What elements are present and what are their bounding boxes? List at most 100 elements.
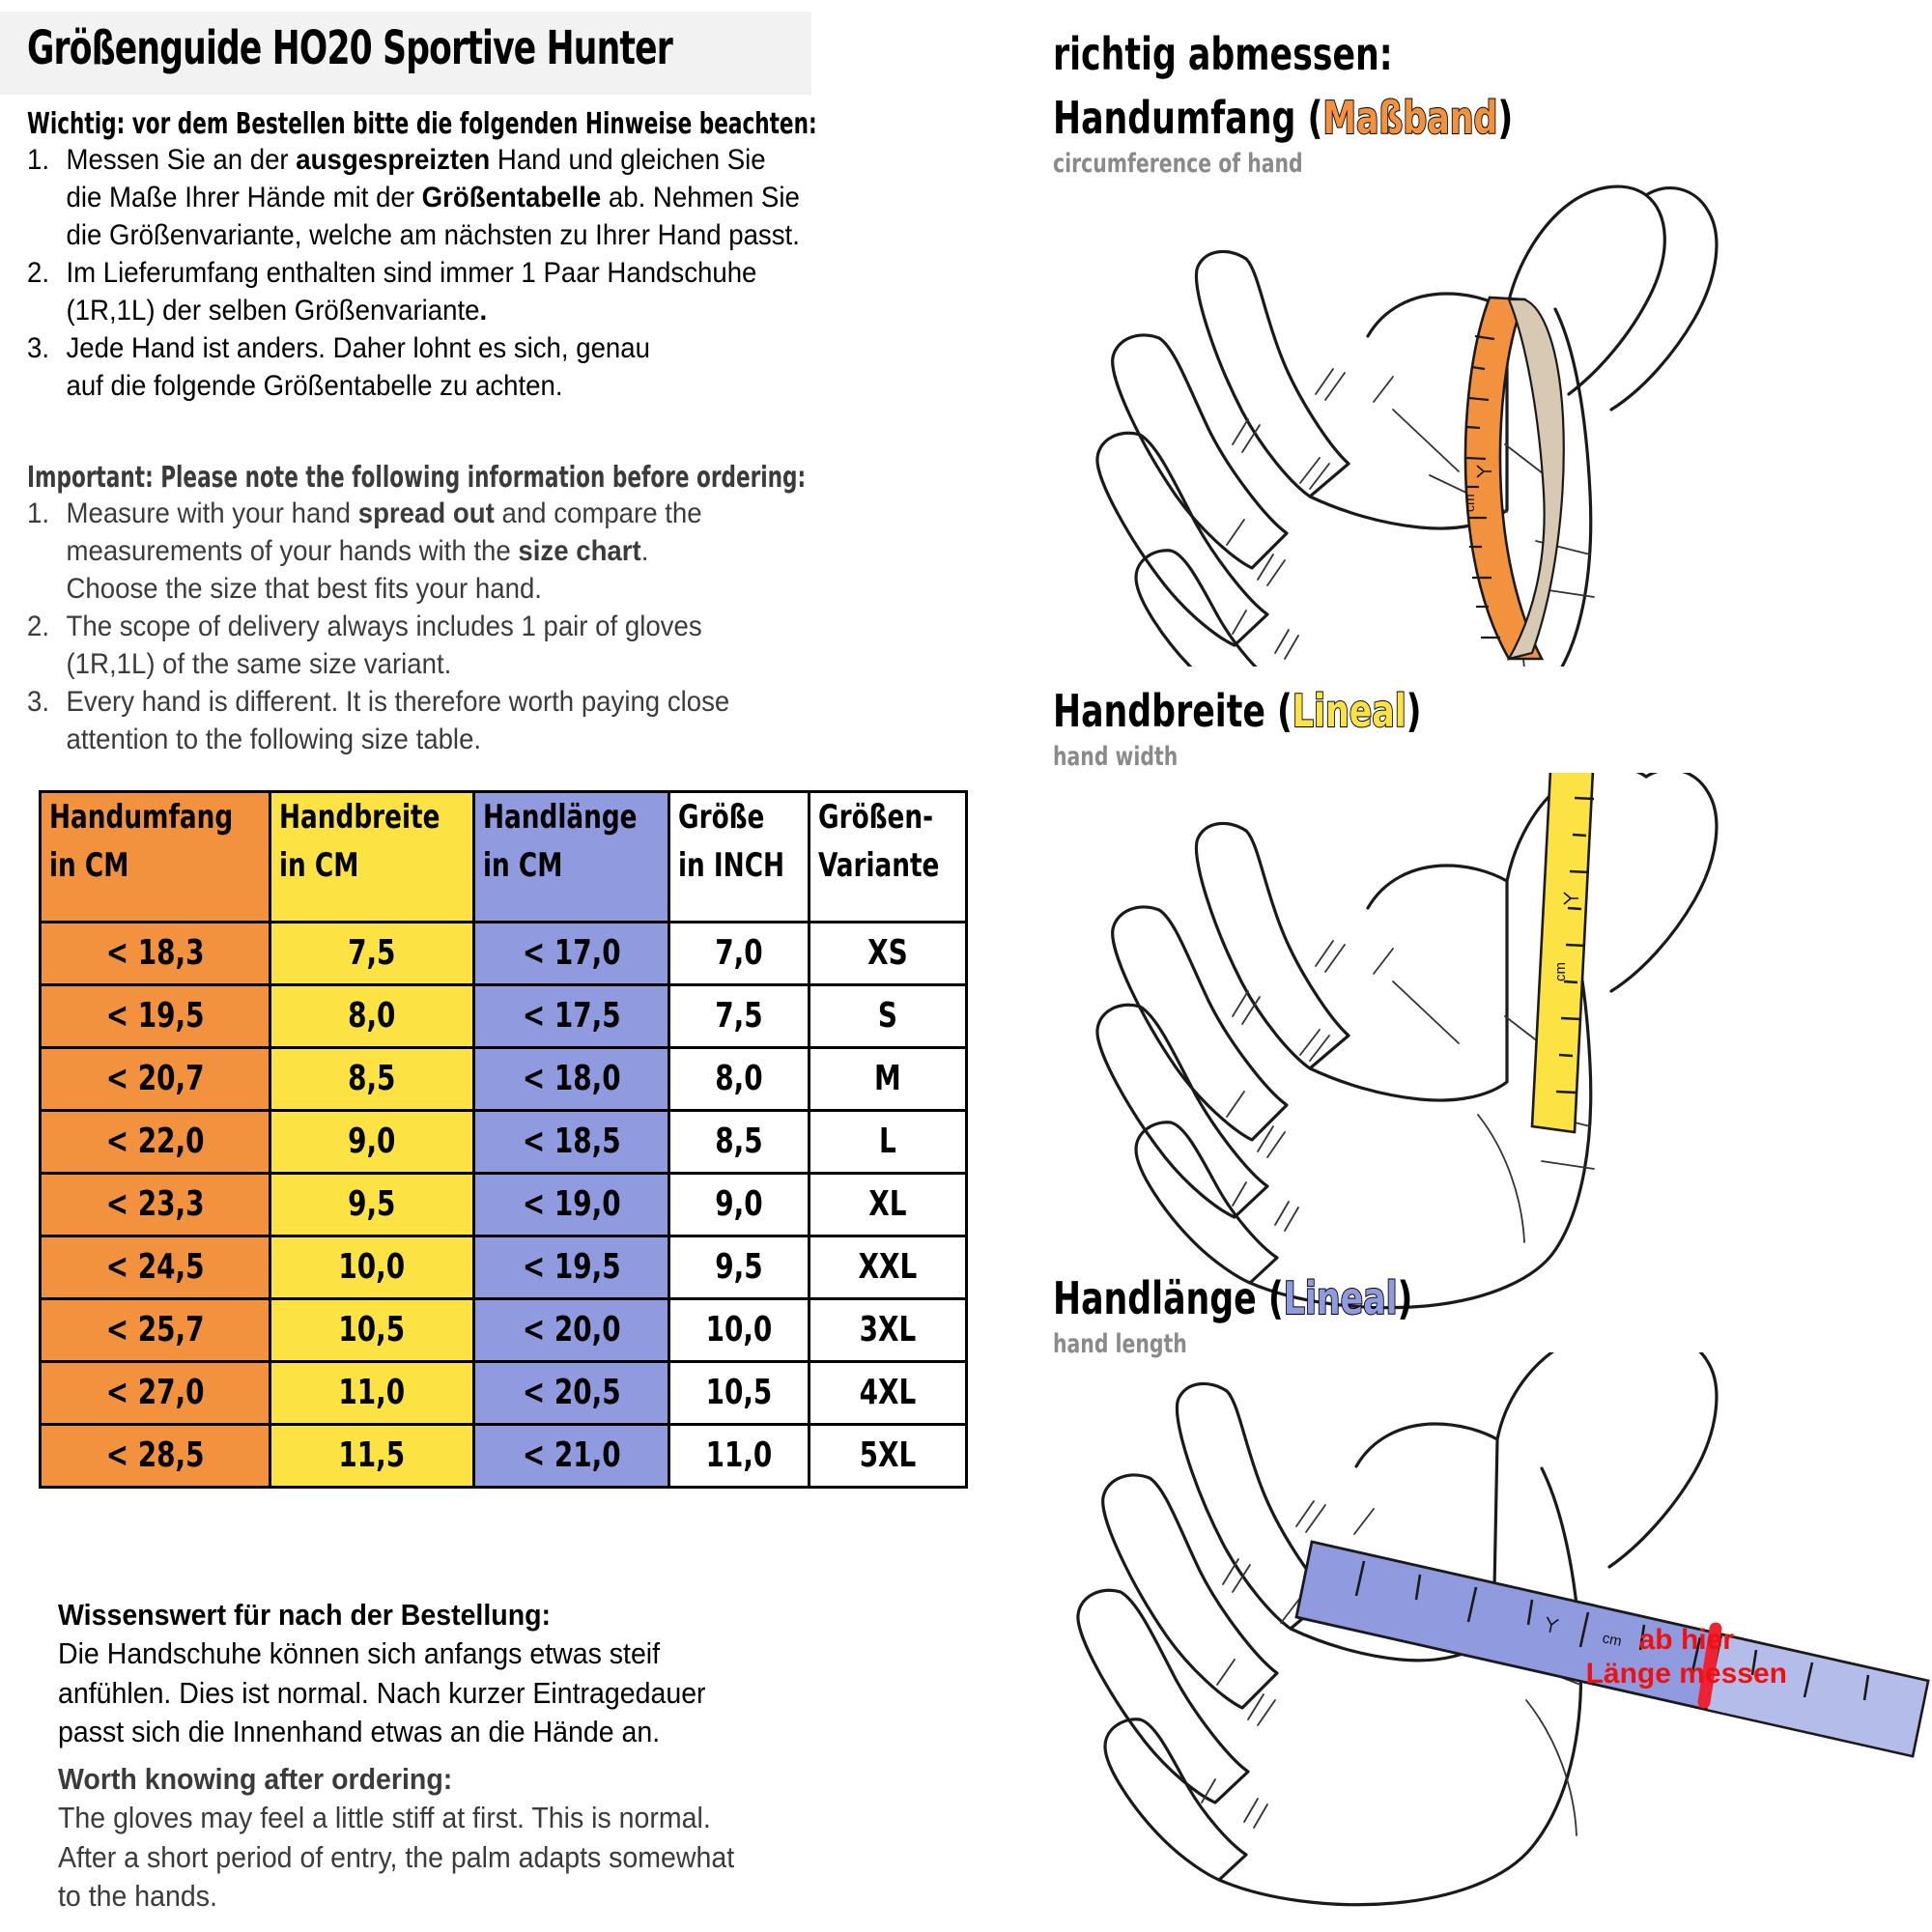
cell-value: 11,0	[705, 1435, 773, 1475]
english-item-1-line-1: (1R,1L) of the same size variant.	[27, 645, 916, 683]
cell-value: 9,0	[715, 1184, 763, 1224]
handumfang-de-close: )	[1497, 92, 1514, 144]
cell-value: < 28,5	[105, 1435, 205, 1475]
handlaenge-title: Handlänge (Lineal)	[1053, 1272, 1412, 1324]
handumfang-de-main: Handumfang (	[1053, 92, 1323, 144]
english-item-0-line-1: measurements of your hands with the size…	[27, 532, 916, 570]
german-text: Hand und gleichen Sie	[490, 143, 766, 176]
table-cell-r4-c4: XL	[808, 1172, 968, 1237]
german-item-0-line-1: die Maße Ihrer Hände mit der Größentabel…	[27, 179, 916, 216]
footer-de-line-2: passt sich die Innenhand etwas an die Hä…	[58, 1714, 661, 1748]
handbreite-de-main: Handbreite (	[1053, 685, 1293, 737]
english-text: The scope of delivery always includes 1 …	[66, 610, 702, 642]
ruler-blue: cm	[1294, 1540, 1930, 1758]
col-header-line2: in CM	[279, 846, 359, 885]
english-text: measurements of your hands with the	[66, 534, 519, 567]
left-column: Größenguide HO20 Sportive Hunter Wichtig…	[0, 12, 1005, 1913]
tape-cm-label: cm	[1462, 494, 1477, 512]
cell-value: < 24,5	[105, 1247, 205, 1287]
table-row: < 20,7 8,5 < 18,0 8,0 M	[38, 1046, 968, 1112]
table-cell-r5-c3: 9,5	[668, 1235, 811, 1300]
right-title: richtig abmessen:	[1053, 28, 1458, 80]
german-text: die Maße Ihrer Hände mit der	[66, 181, 422, 213]
table-cell-r1-c4: S	[808, 983, 968, 1049]
handlaenge-tool: Lineal	[1283, 1272, 1398, 1324]
col-header-line2: in CM	[482, 846, 563, 885]
table-cell-r0-c0: < 18,3	[38, 921, 272, 986]
measuring-tape-orange: cm	[1462, 296, 1565, 661]
cell-value: 10,0	[705, 1310, 773, 1350]
table-cell-r0-c2: < 17,0	[471, 921, 671, 986]
table-cell-r6-c0: < 25,7	[38, 1297, 272, 1363]
cell-value: 7,0	[715, 933, 763, 973]
cell-value: 9,0	[348, 1122, 396, 1161]
col-header-line2: in INCH	[678, 846, 785, 885]
cell-value: < 20,5	[522, 1373, 621, 1412]
col-header-line2: Variante	[818, 846, 940, 885]
table-cell-r8-c4: 5XL	[808, 1423, 968, 1489]
col-header-line1: Größen-	[818, 798, 934, 837]
english-item-2-line-0: 3.Every hand is different. It is therefo…	[27, 683, 916, 721]
table-cell-r2-c1: 8,5	[269, 1046, 475, 1112]
table-cell-r6-c3: 10,0	[668, 1297, 811, 1363]
red-note-line-2: Länge messen	[1585, 1658, 1787, 1690]
english-item-2-number: 3.	[27, 685, 50, 718]
cell-value: 5XL	[859, 1435, 917, 1475]
cell-value: < 19,5	[105, 996, 205, 1036]
cell-value: < 18,3	[105, 933, 205, 973]
table-cell-r2-c4: M	[808, 1046, 968, 1112]
cell-value: L	[879, 1122, 896, 1161]
english-text: size chart	[518, 534, 641, 567]
english-heading: Important: Please note the following inf…	[27, 461, 807, 495]
english-text: spread out	[357, 497, 495, 529]
footer-note-german: Wissenswert für nach der Bestellung: Die…	[58, 1596, 1005, 1751]
english-item-0-number: 1.	[27, 497, 50, 529]
cell-value: M	[874, 1059, 901, 1098]
cell-value: < 17,0	[522, 933, 621, 973]
col-header-line1: Handlänge	[482, 798, 638, 837]
cell-value: 8,0	[715, 1059, 763, 1098]
cell-value: 11,0	[338, 1373, 406, 1412]
english-list: 1.Measure with your hand spread out and …	[27, 495, 993, 758]
cell-value: < 18,5	[522, 1122, 621, 1161]
hand-illustration-circumference: cm	[1095, 185, 1719, 667]
table-cell-r8-c1: 11,5	[269, 1423, 475, 1489]
english-text: .	[640, 534, 649, 567]
german-text: ausgespreizten	[296, 143, 491, 176]
col-header-line1: Handbreite	[279, 798, 440, 837]
german-item-1-line-0: 2.Im Lieferumfang enthalten sind immer 1…	[27, 254, 916, 292]
right-title-text: richtig abmessen:	[1053, 28, 1393, 80]
german-text: Jede Hand ist anders. Daher lohnt es sic…	[66, 331, 650, 364]
table-cell-r7-c3: 10,5	[668, 1360, 811, 1426]
table-cell-r7-c2: < 20,5	[471, 1360, 671, 1426]
cell-value: < 18,0	[522, 1059, 621, 1098]
german-text: Im Lieferumfang enthalten sind immer 1 P…	[66, 256, 757, 289]
table-cell-r8-c3: 11,0	[668, 1423, 811, 1489]
english-text: Measure with your hand	[66, 497, 358, 529]
german-text: Größentabelle	[421, 181, 602, 213]
table-cell-r3-c3: 8,5	[668, 1109, 811, 1175]
table-cell-r5-c1: 10,0	[269, 1235, 475, 1300]
table-cell-r0-c1: 7,5	[269, 921, 475, 986]
footer-en-line-1: After a short period of entry, the palm …	[58, 1839, 735, 1874]
section-handumfang-heading: Handumfang (Maßband) circumference of ha…	[1053, 92, 1601, 179]
table-cell-r4-c3: 9,0	[668, 1172, 811, 1237]
cell-value: 7,5	[715, 996, 763, 1036]
cell-value: 9,5	[715, 1247, 763, 1287]
cell-value: < 20,7	[105, 1059, 205, 1098]
english-item-1-line-0: 2.The scope of delivery always includes …	[27, 608, 916, 645]
footer-en-heading: Worth knowing after ordering:	[58, 1762, 453, 1796]
ruler-cm-label-width: cm	[1552, 962, 1569, 981]
cell-value: 7,5	[348, 933, 396, 973]
table-cell-r7-c4: 4XL	[808, 1360, 968, 1426]
footer-de-line-0: Die Handschuhe können sich anfangs etwas…	[58, 1636, 661, 1671]
table-col-header-1: Handbreite in CM	[269, 790, 475, 923]
